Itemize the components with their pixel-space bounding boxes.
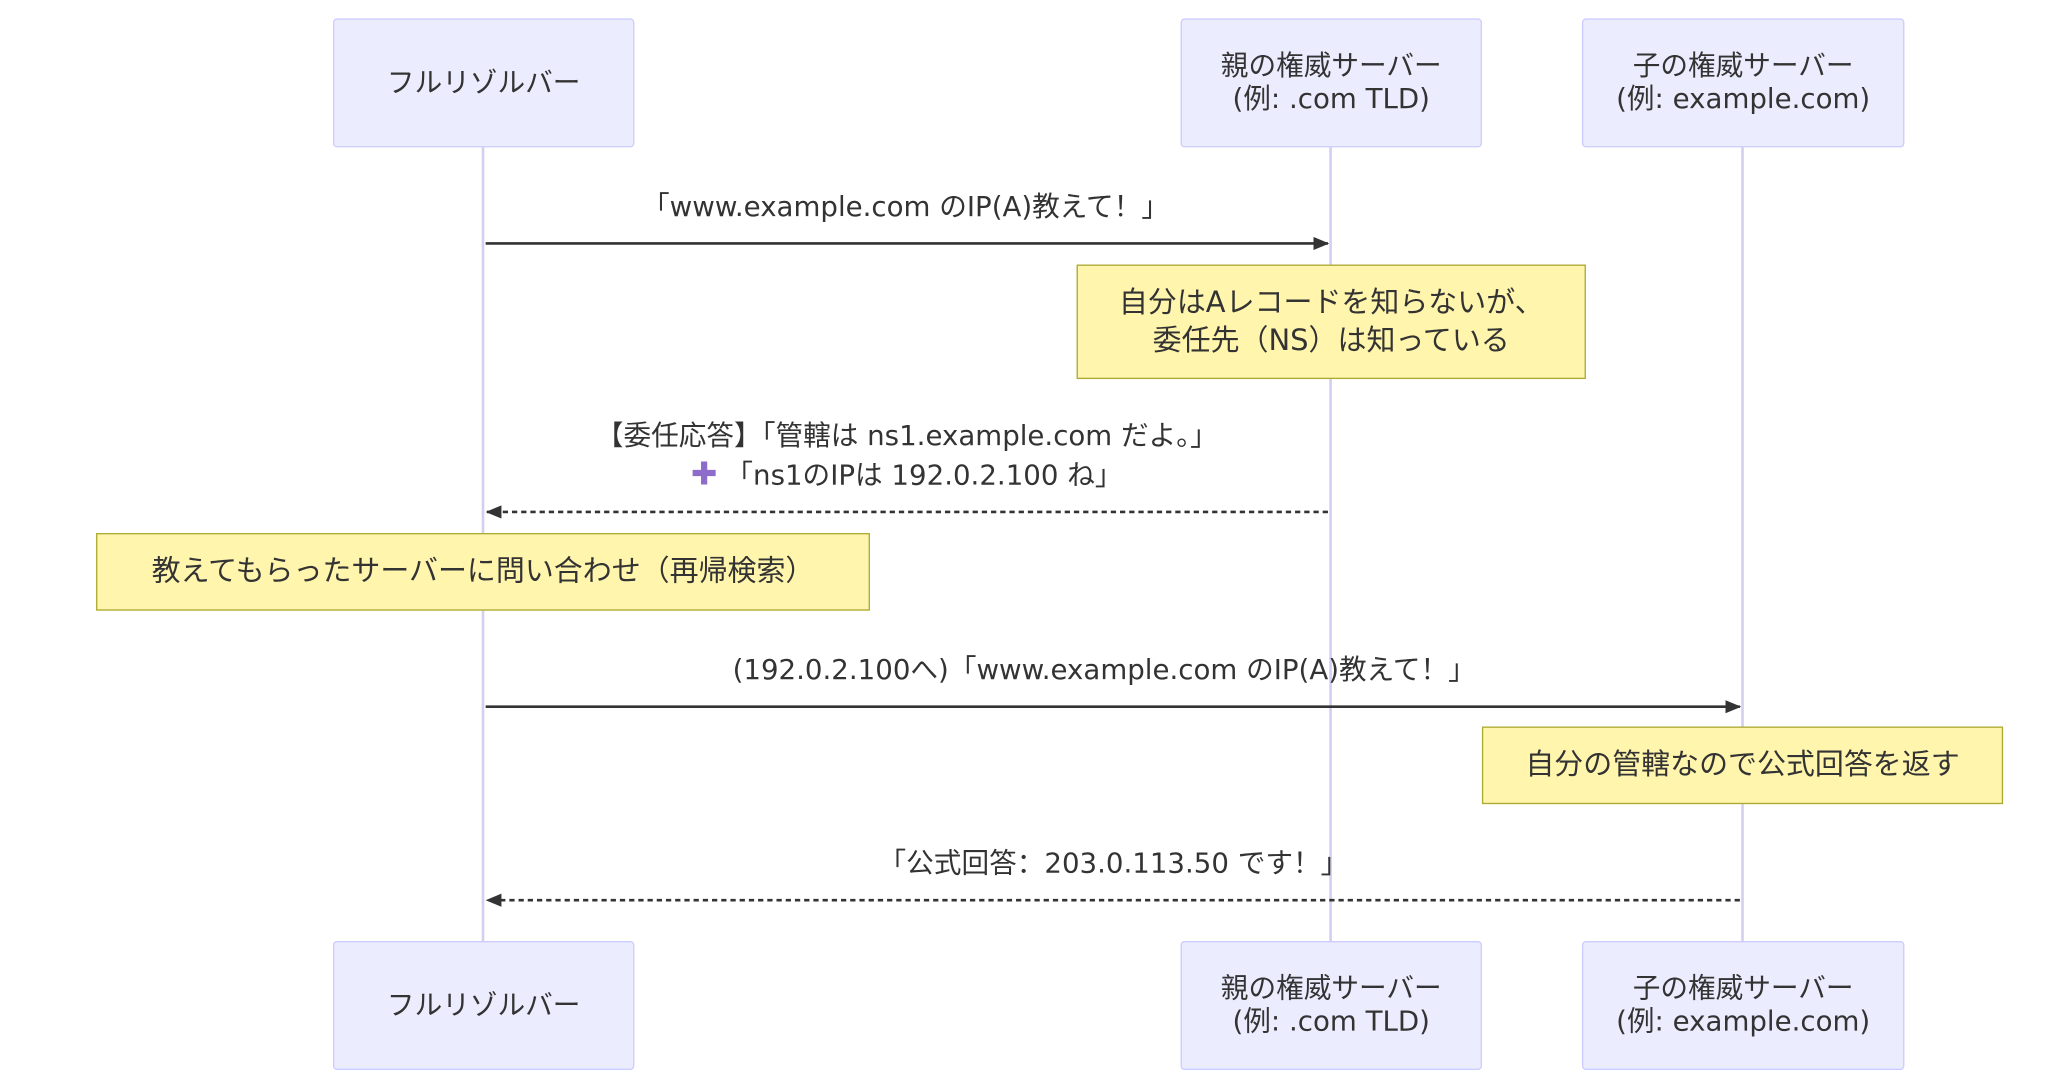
- message-referral-line2-row: ✚「ns1のIPは 192.0.2.100 ね」: [596, 455, 1218, 494]
- note-official-answer: 自分の管轄なので公式回答を返す: [1481, 726, 2004, 805]
- actor-resolver-top: フルリゾルバー: [332, 18, 635, 148]
- actor-child-line1: 子の権威サーバー: [1632, 50, 1854, 82]
- actor-child-line2: (例: example.com): [1616, 82, 1871, 115]
- message-query-child: (192.0.2.100へ)「www.example.com のIP(A)教えて…: [732, 654, 1476, 686]
- message-referral-line2: 「ns1のIPは 192.0.2.100 ね」: [725, 459, 1123, 491]
- actor-resolver-bottom: フルリゾルバー: [332, 941, 635, 1070]
- message-answer: 「公式回答：203.0.113.50 です！」: [878, 847, 1349, 880]
- actor-child-line2: (例: example.com): [1616, 1005, 1871, 1038]
- actor-parent-top: 親の権威サーバー (例: .com TLD): [1180, 18, 1482, 148]
- actor-parent-line1: 親の権威サーバー: [1220, 50, 1442, 82]
- actor-resolver-label: フルリゾルバー: [386, 66, 581, 99]
- note-parent-line1: 自分はAレコードを知らないが、: [1118, 286, 1544, 320]
- message-referral-line1: 【委任応答】「管轄は ns1.example.com だよ。」: [595, 419, 1218, 452]
- actor-parent-line2: (例: .com TLD): [1232, 82, 1430, 115]
- message-referral: 【委任応答】「管轄は ns1.example.com だよ。」 ✚「ns1のIP…: [596, 417, 1218, 495]
- actor-parent-line2: (例: .com TLD): [1232, 1005, 1430, 1038]
- note-parent-line2: 委任先（NS）は知っている: [1152, 324, 1510, 358]
- actor-resolver-label: フルリゾルバー: [386, 989, 581, 1021]
- note-recursive-text: 教えてもらったサーバーに問い合わせ（再帰検索）: [151, 555, 815, 589]
- plus-icon: ✚: [691, 455, 718, 493]
- actor-child-top: 子の権威サーバー (例: example.com): [1581, 18, 1905, 148]
- actor-child-line1: 子の権威サーバー: [1632, 972, 1854, 1005]
- note-official-text: 自分の管轄なので公式回答を返す: [1525, 748, 1960, 782]
- actor-parent-bottom: 親の権威サーバー (例: .com TLD): [1180, 941, 1482, 1070]
- actor-parent-line1: 親の権威サーバー: [1220, 972, 1442, 1005]
- note-parent-delegation: 自分はAレコードを知らないが、 委任先（NS）は知っている: [1076, 264, 1586, 380]
- message-query-parent: 「www.example.com のIP(A)教えて！」: [641, 190, 1169, 223]
- note-recursive-query: 教えてもらったサーバーに問い合わせ（再帰検索）: [96, 533, 870, 611]
- actor-child-bottom: 子の権威サーバー (例: example.com): [1581, 941, 1905, 1070]
